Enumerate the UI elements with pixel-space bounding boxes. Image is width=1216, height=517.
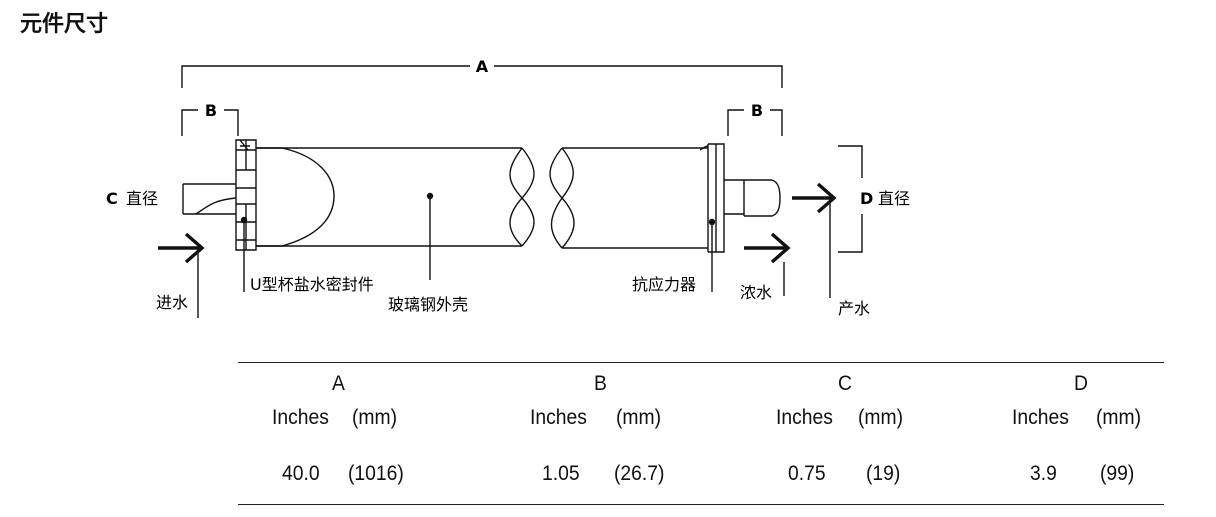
brine-seal-cap: [235, 139, 257, 251]
feed-tube: [182, 183, 236, 215]
permeate-arrow-icon: [792, 182, 837, 214]
value-inches-b: 1.05: [542, 462, 580, 485]
anti-telescoping-device: [707, 143, 725, 253]
callout-shell: 玻璃钢外壳: [388, 295, 468, 314]
dim-label-d: D: [860, 189, 873, 208]
value-mm-d: (99): [1100, 462, 1135, 485]
value-inches-d: 3.9: [1030, 462, 1057, 485]
callout-anti-telescoping: 抗应力器: [632, 275, 696, 294]
callout-permeate: 产水: [838, 299, 870, 318]
header-b: B: [594, 372, 607, 395]
page-title: 元件尺寸: [20, 12, 109, 37]
value-inches-a: 40.0: [282, 462, 320, 485]
header-c: C: [838, 372, 852, 395]
callout-concentrate: 浓水: [740, 283, 772, 302]
dimension-a-bracket: [181, 65, 783, 88]
feed-arrow-icon: [158, 232, 205, 264]
element-dimension-diagram: A B B C 直径 D 直径 进水 U型杯盐水密封件 玻璃钢外壳 抗应力器 浓…: [106, 57, 910, 318]
unit-mm-b: (mm): [616, 406, 662, 429]
unit-inches-c: Inches: [776, 406, 833, 429]
unit-inches-b: Inches: [530, 406, 587, 429]
permeate-tube: [724, 179, 781, 217]
unit-mm-d: (mm): [1096, 406, 1142, 429]
unit-inches-a: Inches: [272, 406, 329, 429]
table-top-rule: [238, 362, 1164, 363]
value-mm-b: (26.7): [614, 462, 665, 485]
concentrate-arrow-icon: [744, 232, 791, 264]
value-mm-a: (1016): [348, 462, 404, 485]
value-inches-c: 0.75: [788, 462, 826, 485]
dim-d-diameter-label: 直径: [878, 189, 910, 208]
unit-mm-a: (mm): [352, 406, 398, 429]
dim-label-a: A: [476, 57, 489, 76]
callout-brine-seal: U型杯盐水密封件: [250, 275, 374, 294]
unit-inches-d: Inches: [1012, 406, 1069, 429]
value-mm-c: (19): [866, 462, 901, 485]
table-bottom-rule: [238, 504, 1164, 505]
dim-c-diameter-label: 直径: [126, 189, 158, 208]
dim-label-b-left: B: [205, 101, 217, 120]
dimension-d-bracket: [838, 145, 863, 253]
header-a: A: [332, 372, 345, 395]
dim-label-c: C: [106, 189, 118, 208]
unit-mm-c: (mm): [858, 406, 904, 429]
header-d: D: [1074, 372, 1088, 395]
callout-feed: 进水: [156, 293, 188, 312]
dimension-b-right-bracket: [727, 109, 783, 136]
dim-label-b-right: B: [751, 101, 763, 120]
dimension-b-left-bracket: [181, 109, 239, 136]
fiberglass-shell: [256, 147, 522, 247]
